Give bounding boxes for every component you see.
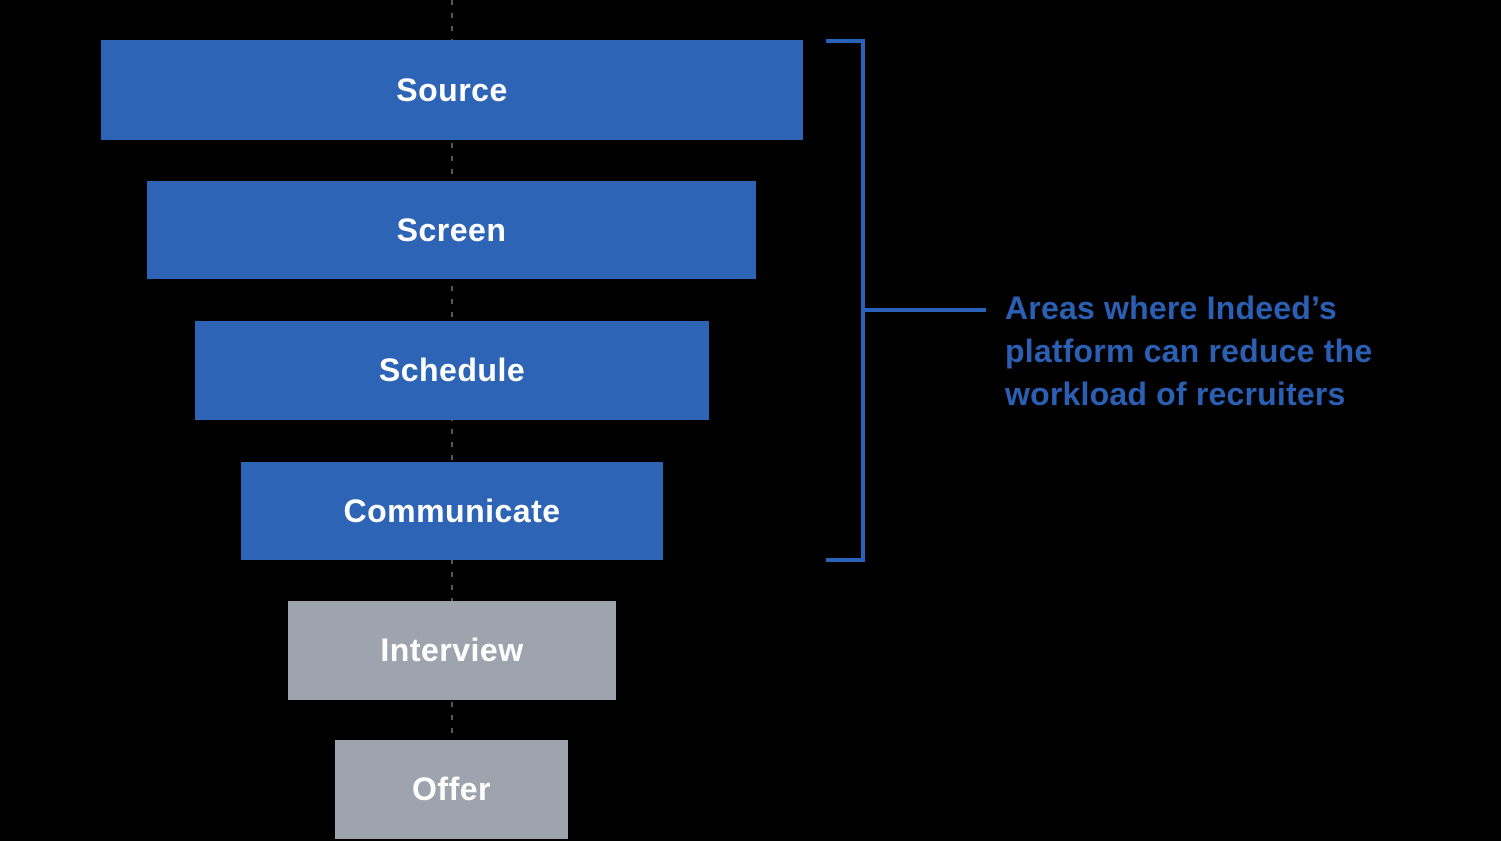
bracket-bottom-tick (826, 558, 865, 562)
funnel-stage-offer: Offer (335, 740, 568, 839)
funnel-stage-schedule: Schedule (195, 321, 709, 420)
funnel-stage-communicate: Communicate (241, 462, 663, 560)
funnel-stage-screen-label: Screen (396, 211, 507, 248)
annotation-text: Areas where Indeed’s platform can reduce… (1005, 287, 1445, 416)
annotation-text-line-1: Areas where Indeed’s (1005, 290, 1337, 326)
funnel-stage-schedule-label: Schedule (378, 352, 526, 388)
funnel-stage-interview: Interview (288, 601, 616, 700)
funnel-stage-source: Source (101, 40, 803, 140)
funnel-stage-source-label: Source (396, 71, 508, 108)
bracket-vertical-line (861, 39, 865, 562)
funnel-stage-screen: Screen (147, 181, 756, 279)
bracket-connector-line (865, 308, 986, 312)
funnel-stage-communicate-label: Communicate (343, 492, 561, 529)
funnel-center-dashed-line (451, 0, 453, 841)
annotation-text-line-3: workload of recruiters (1005, 376, 1346, 412)
annotation-text-line-2: platform can reduce the (1005, 333, 1373, 369)
bracket-top-tick (826, 39, 865, 43)
funnel-stage-interview-label: Interview (380, 632, 524, 668)
funnel-stage-offer-label: Offer (412, 771, 491, 807)
